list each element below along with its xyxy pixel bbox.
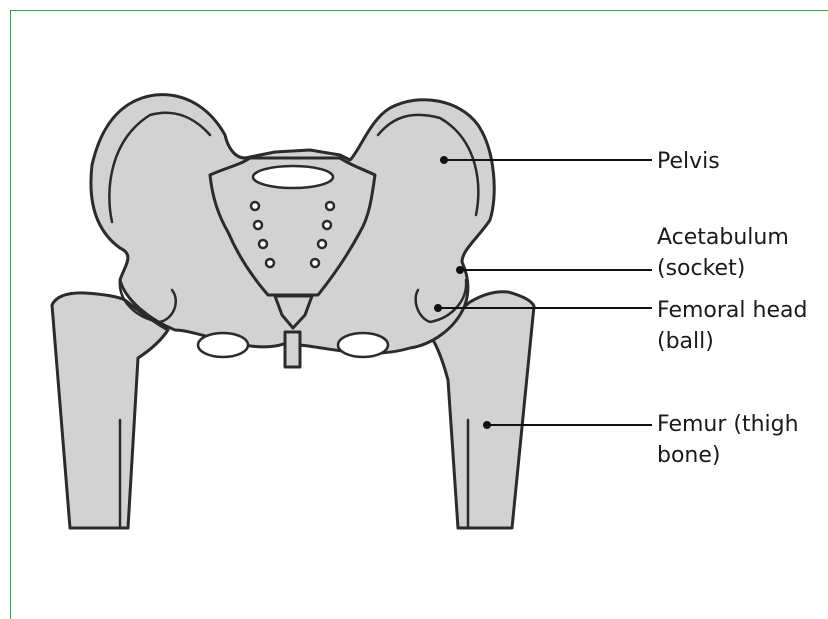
left-obturator-foramen	[198, 333, 248, 357]
pelvis-label: Pelvis	[657, 146, 720, 177]
acetabulum-label-line2: (socket)	[657, 253, 789, 284]
right-obturator-foramen	[338, 333, 388, 357]
femur-label-line1: Femur (thigh	[657, 409, 799, 440]
pelvis-label-line1: Pelvis	[657, 146, 720, 177]
left-femur	[52, 293, 168, 528]
sacral-opening	[253, 166, 333, 188]
femoral-head-label-line2: (ball)	[657, 326, 807, 357]
acetabulum-label-line1: Acetabulum	[657, 222, 789, 253]
femur-label: Femur (thigh bone)	[657, 409, 799, 471]
pubic-symphysis	[285, 332, 300, 367]
femoral-head-label: Femoral head (ball)	[657, 295, 807, 357]
femur-label-line2: bone)	[657, 440, 799, 471]
acetabulum-label: Acetabulum (socket)	[657, 222, 789, 284]
femoral-head-label-line1: Femoral head	[657, 295, 807, 326]
